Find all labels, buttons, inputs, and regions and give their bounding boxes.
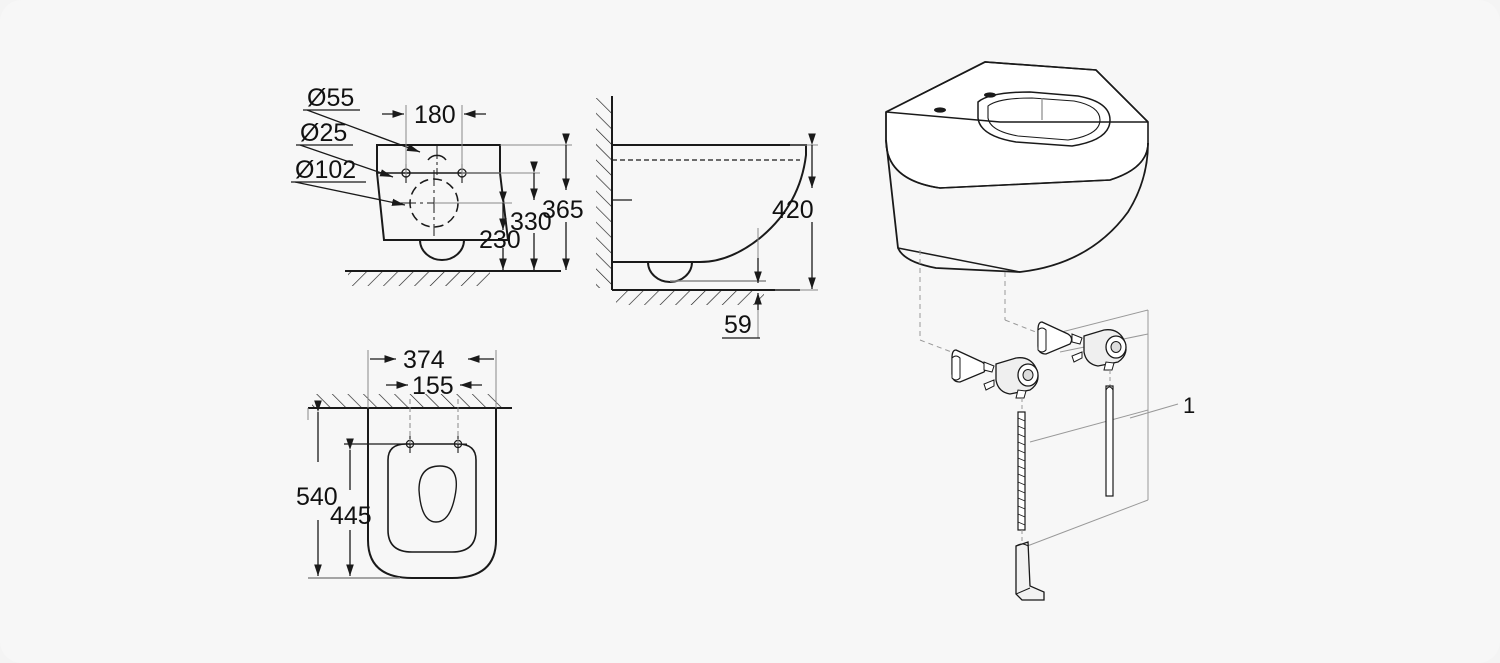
dim-180: 180 <box>414 101 456 129</box>
view-isometric: 1 <box>885 61 1195 601</box>
view-side-elevation: 420 59 <box>596 96 818 339</box>
angle-bracket <box>1015 541 1045 601</box>
bracket-right <box>1071 329 1127 371</box>
wc-iso-bowl-inner <box>987 97 1101 141</box>
leader-d55 <box>306 109 421 153</box>
wc-iso-body-base <box>897 247 1021 273</box>
rear-floor-hatch <box>348 272 490 286</box>
side-wall-hatch <box>596 98 611 288</box>
rear-leader-underlines <box>291 109 366 183</box>
wc-iso-bolt-hole-right <box>984 92 996 98</box>
sleeve-right <box>1037 321 1073 355</box>
dim-365: 365 <box>542 196 584 224</box>
threaded-rod-left <box>1017 411 1026 531</box>
wc-side-bump <box>647 261 693 283</box>
dim-374: 374 <box>403 346 445 374</box>
dim-330: 330 <box>510 208 552 236</box>
wc-plan-outline <box>367 408 497 579</box>
plan-wall-hatch <box>312 394 502 408</box>
callout-leader-1 <box>1129 403 1179 419</box>
rear-leaders <box>294 109 421 206</box>
wc-side-outline <box>612 144 807 263</box>
wc-rear-bump <box>419 239 465 261</box>
wc-iso-body-outline <box>885 139 1149 273</box>
wc-plan-water-spot <box>418 465 458 523</box>
frame-inner-mid <box>1029 409 1149 443</box>
callout-1: 1 <box>1183 393 1195 418</box>
dim-d55: Ø55 <box>307 84 354 112</box>
leader-d102 <box>294 181 406 206</box>
dim-d25: Ø25 <box>300 119 347 147</box>
dim-540: 540 <box>296 483 338 511</box>
wc-plan-rim <box>387 443 477 553</box>
wc-iso-bolt-hole-left <box>934 107 946 113</box>
frame-bottom-edge <box>1021 499 1149 549</box>
threaded-rod-right <box>1105 385 1114 497</box>
dim-155: 155 <box>412 372 454 400</box>
sleeve-left <box>951 349 987 383</box>
view-rear-elevation: Ø55 Ø25 Ø102 180 230 330 365 <box>291 84 584 286</box>
dim-420: 420 <box>772 196 814 224</box>
dim-d102: Ø102 <box>295 156 356 184</box>
bracket-left <box>983 357 1039 399</box>
side-floor-hatch <box>616 291 764 305</box>
wc-iso-deck-fold <box>885 111 1148 123</box>
wc-iso-top-edge <box>885 61 1149 123</box>
leader-d25 <box>299 144 394 178</box>
dim-59: 59 <box>724 311 752 339</box>
dim-445: 445 <box>330 502 372 530</box>
dim-230: 230 <box>479 226 521 254</box>
wc-iso-bowl-opening <box>977 91 1111 147</box>
view-plan: 374 155 540 445 <box>296 346 512 579</box>
